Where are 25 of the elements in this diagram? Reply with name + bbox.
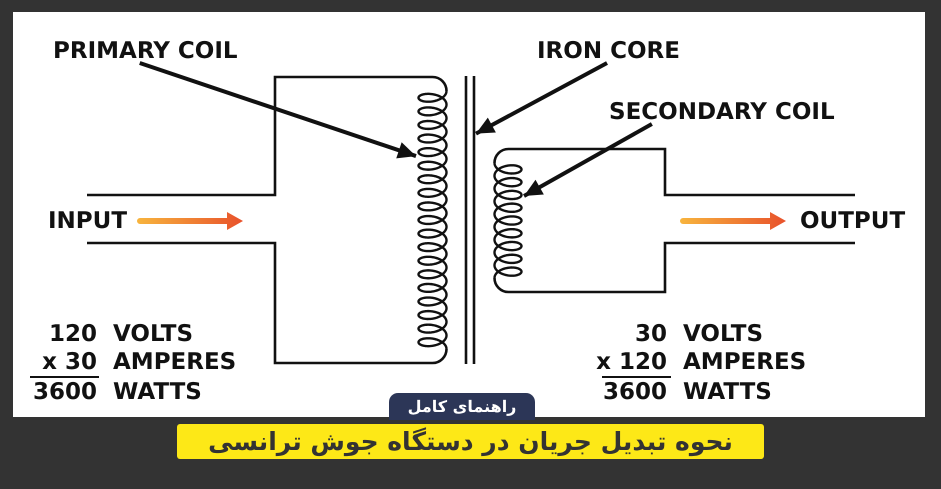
value-number: 3600: [32, 380, 97, 404]
leader-arrow: [523, 122, 653, 198]
unit-label: VOLTS: [683, 322, 764, 346]
output-label: OUTPUT: [800, 210, 906, 232]
input-label: INPUT: [48, 210, 128, 232]
callout-label: IRON CORE: [537, 40, 680, 63]
leader-arrow: [139, 61, 417, 158]
unit-label: AMPERES: [683, 350, 806, 374]
leader-arrow: [475, 61, 608, 136]
title-banner: نحوه تبدیل جریان در دستگاه جوش ترانسی: [177, 424, 764, 459]
primary-coil: [416, 89, 449, 351]
callout-label: SECONDARY COIL: [609, 101, 835, 124]
callout-label: PRIMARY COIL: [53, 40, 238, 63]
unit-label: WATTS: [113, 380, 202, 404]
guide-tag: راهنمای کامل: [389, 393, 535, 420]
value-number: x 120: [596, 350, 667, 374]
value-number: 3600: [602, 380, 667, 404]
unit-label: WATTS: [683, 380, 772, 404]
unit-label: AMPERES: [113, 350, 236, 374]
secondary-coil: [492, 161, 524, 280]
value-number: 30: [634, 322, 667, 346]
value-number: x 30: [42, 350, 97, 374]
unit-label: VOLTS: [113, 322, 194, 346]
value-number: 120: [48, 322, 97, 346]
iron-core: [464, 76, 476, 364]
